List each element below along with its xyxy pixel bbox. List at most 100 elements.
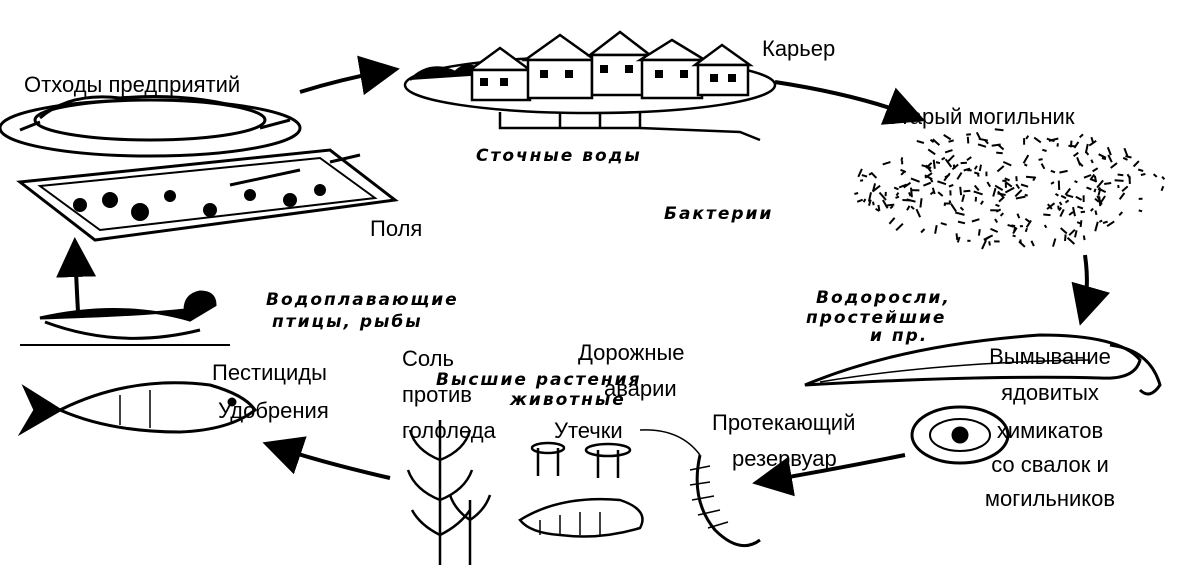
landfill-speck	[900, 170, 906, 176]
landfill-speck	[981, 239, 988, 250]
duck-icon	[20, 290, 230, 346]
bottles-icon	[530, 441, 632, 478]
landfill-speck	[1025, 219, 1032, 228]
landfill-speck	[995, 203, 1000, 208]
label-old-burial: Старый могильник	[884, 104, 1075, 129]
landfill-speck	[1046, 202, 1056, 210]
landfill-speck	[908, 192, 912, 197]
landfill-speck	[1077, 205, 1084, 210]
landfill-speck	[966, 156, 972, 162]
landfill-speck	[916, 139, 925, 144]
caption-algae-line3: и пр.	[870, 326, 929, 346]
landfill-speck	[963, 189, 971, 193]
landfill-speck	[1091, 178, 1096, 182]
landfill-speck	[978, 164, 982, 172]
protozoa-icon	[910, 405, 1010, 465]
landfill-speck	[996, 165, 1005, 173]
caption-algae-line1: Водоросли,	[816, 288, 951, 308]
landfill-speck	[940, 222, 947, 226]
landfill-speck	[1024, 217, 1031, 223]
landfill-speck	[1060, 194, 1067, 200]
landfill-speck	[941, 156, 946, 161]
landfill-speck	[882, 199, 889, 209]
arrow-to-fields	[56, 237, 97, 313]
landfill-speck	[948, 200, 952, 204]
landfill-speck	[1079, 220, 1083, 228]
landfill-speck	[997, 190, 1005, 199]
landfill-speck	[978, 137, 988, 142]
landfill-speck	[1054, 192, 1059, 197]
landfill-speck	[994, 128, 1004, 132]
landfill-speck	[1025, 175, 1036, 179]
landfill-speck	[1097, 190, 1101, 196]
landfill-speck	[944, 158, 953, 168]
landfill-speck	[1038, 158, 1043, 161]
landfill-speck	[1098, 153, 1107, 159]
landfill-speck	[1092, 167, 1099, 173]
landfill-speck	[943, 202, 947, 207]
caption-waterfowl-line1: Водоплавающие	[266, 290, 459, 310]
landfill-speck	[991, 143, 1001, 147]
landfill-speck	[943, 134, 952, 141]
landfill-speck	[961, 194, 966, 203]
landfill-speck	[1076, 157, 1082, 166]
landfill-speck	[1132, 160, 1140, 168]
fields-icon	[16, 148, 399, 242]
landfill-speck	[920, 228, 926, 234]
arrow-to-fish	[262, 436, 391, 480]
label-fields: Поля	[370, 216, 423, 241]
landfill-speck	[932, 159, 936, 169]
landfill-speck	[995, 208, 1002, 213]
landfill-speck	[1137, 168, 1144, 172]
landfill-speck	[895, 195, 900, 199]
arrow-to-landfill	[774, 80, 926, 125]
landfill-speck	[1052, 238, 1057, 247]
landfill-speck	[862, 198, 867, 203]
landfill-speck	[971, 218, 980, 223]
landfill-speck	[955, 233, 959, 241]
landfill-speck	[927, 148, 936, 156]
landfill-speck	[1014, 189, 1023, 198]
landfill-speck	[1094, 210, 1098, 216]
landfill-speck	[910, 177, 920, 183]
landfill-speck	[963, 167, 971, 172]
landfill-speck	[1128, 175, 1131, 184]
label-road-line2: аварии	[604, 376, 677, 401]
landfill-speck	[994, 184, 1004, 191]
landfill-speck	[1012, 227, 1018, 235]
landfill-speck	[1086, 186, 1092, 191]
landfill-speck	[878, 191, 887, 201]
landfill-speck	[996, 151, 1003, 155]
landfill-speck	[1106, 146, 1112, 156]
landfill-speck	[910, 187, 913, 198]
landfill-speck	[1125, 155, 1132, 159]
landfill-speck	[857, 168, 863, 178]
landfill-speck	[1064, 234, 1067, 242]
landfill-speck	[893, 186, 899, 191]
landfill-speck	[1074, 230, 1078, 238]
landfill-speck	[1060, 227, 1068, 235]
landfill-speck	[950, 203, 958, 213]
landfill-speck	[1016, 213, 1021, 219]
landfill-speck	[973, 165, 978, 170]
landfill-speck	[1096, 195, 1103, 206]
landfill-speck	[854, 192, 859, 195]
landfill-speck	[1094, 221, 1099, 232]
landfill-speck	[992, 187, 997, 197]
landfill-speck	[923, 181, 932, 187]
landfill-speck	[1050, 181, 1055, 185]
landfill-speck	[929, 138, 935, 143]
label-washout-line5: могильников	[984, 486, 1116, 511]
landfill-speck	[889, 205, 894, 210]
landfill-speck	[1058, 201, 1063, 206]
landfill-speck	[1066, 236, 1076, 245]
landfill-speck	[1075, 195, 1083, 201]
landfill-speck	[1058, 206, 1063, 212]
landfill-speck	[1121, 185, 1129, 193]
landfill-speck	[990, 227, 999, 233]
landfill-speck	[1106, 220, 1115, 228]
landfill-speck	[872, 201, 875, 206]
caption-sewage: Сточные воды	[476, 146, 642, 166]
landfill-speck	[921, 164, 932, 169]
landfill-speck	[959, 186, 963, 196]
